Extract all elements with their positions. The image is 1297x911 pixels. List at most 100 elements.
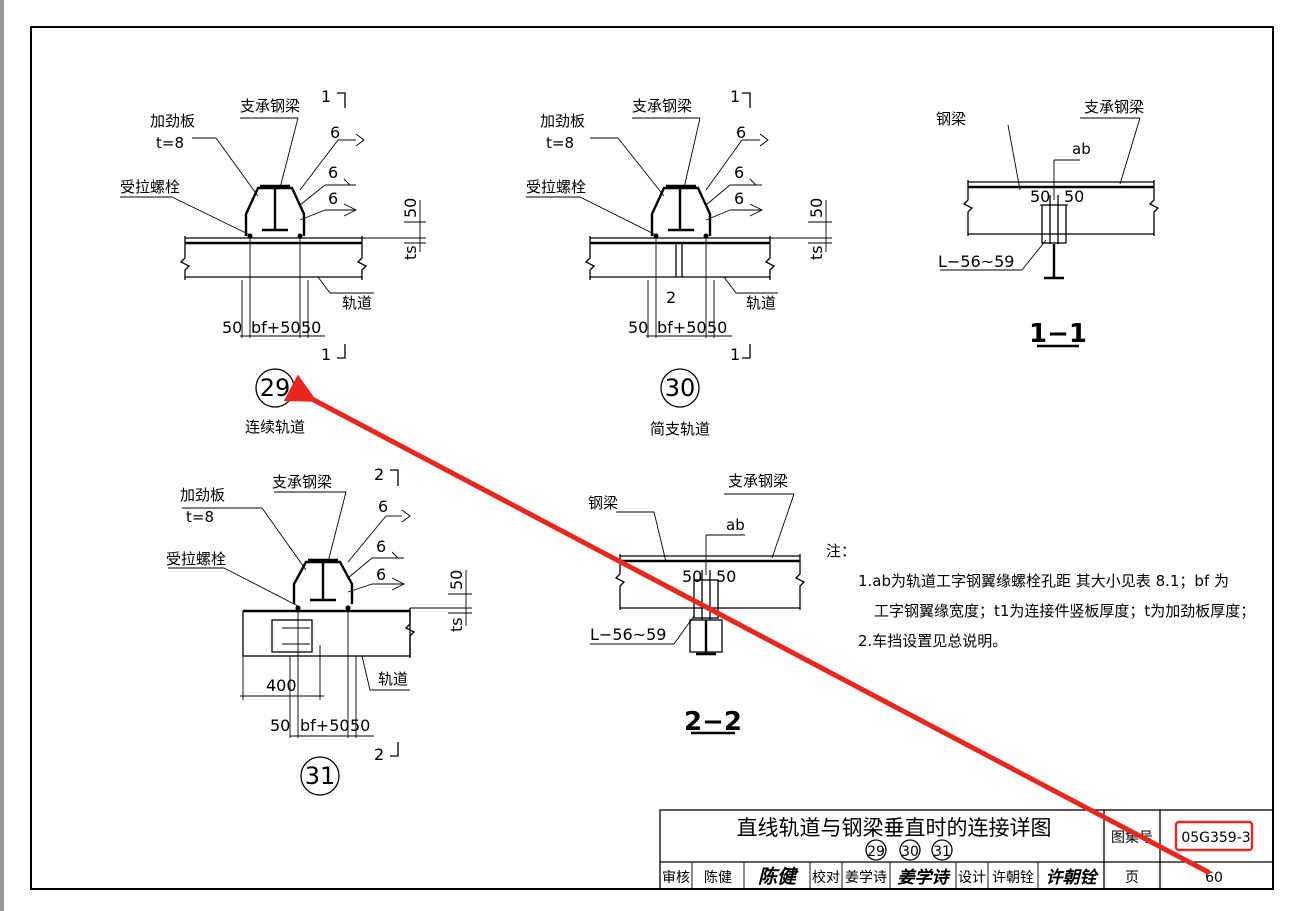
dim-50: 50 bbox=[401, 198, 420, 218]
label-track: 轨道 bbox=[342, 294, 372, 312]
label-support-beam: 支承钢梁 bbox=[632, 97, 692, 115]
weld-6: 6 bbox=[328, 163, 338, 182]
page-edge-left bbox=[0, 0, 4, 911]
cut-mark-2: 2 bbox=[374, 465, 384, 484]
design-label: 设计 bbox=[958, 870, 986, 886]
cut-mark-1: 1 bbox=[730, 87, 740, 106]
sheet-border bbox=[30, 26, 1274, 890]
dim-ts: ts bbox=[401, 245, 420, 260]
cut-mark-2: 2 bbox=[374, 745, 384, 764]
label-stiffener-t: t=8 bbox=[546, 134, 574, 152]
section-title-2-2: 2−2 bbox=[684, 707, 742, 737]
section-title-1-1: 1−1 bbox=[1029, 319, 1087, 349]
reviewer-name: 陈健 bbox=[704, 869, 732, 886]
dim-50: 50 bbox=[807, 198, 826, 218]
atlas-number-label: 图集号 bbox=[1111, 829, 1153, 846]
review-label: 审核 bbox=[662, 870, 690, 886]
section-1-1 bbox=[940, 117, 1160, 348]
detail-30 bbox=[526, 92, 832, 359]
label-tension-bolt: 受拉螺栓 bbox=[166, 550, 226, 568]
weld-6: 6 bbox=[376, 565, 386, 584]
detail-number-29: 29 bbox=[260, 374, 291, 402]
label-steel-beam: 钢梁 bbox=[588, 494, 618, 512]
weld-6: 6 bbox=[734, 189, 744, 208]
title-detail-29: 29 bbox=[867, 844, 885, 860]
weld-6: 6 bbox=[376, 537, 386, 556]
dim-ts: ts bbox=[807, 245, 826, 260]
label-support-beam: 支承钢梁 bbox=[240, 97, 300, 115]
weld-6: 6 bbox=[330, 123, 340, 142]
label-steel-beam: 钢梁 bbox=[936, 110, 966, 128]
reviewer-signature: 陈健 bbox=[758, 866, 799, 888]
labels: 加劲板 t=8 支承钢梁 受拉螺栓 1 1 6 6 6 50 ts 轨道 50 … bbox=[120, 87, 1144, 764]
label-stiffener-t: t=8 bbox=[186, 508, 214, 526]
label-support-beam: 支承钢梁 bbox=[1084, 98, 1144, 116]
atlas-number: 05G359-3 bbox=[1181, 830, 1250, 846]
checker-name: 姜学诗 bbox=[845, 870, 887, 886]
label-stiffener: 加劲板 bbox=[150, 112, 195, 130]
detail-identifiers: 29 连续轨道 30 简支轨道 31 1−1 2−2 bbox=[245, 319, 1087, 796]
note-line-1: 1.ab为轨道工字钢翼缘螺栓孔距 其大小见表 8.1；bf 为 bbox=[858, 572, 1229, 590]
red-annotation bbox=[283, 374, 1254, 875]
page-number: 60 bbox=[1205, 870, 1223, 886]
label-support-beam: 支承钢梁 bbox=[272, 473, 332, 491]
annotation-arrow bbox=[283, 374, 1211, 875]
detail-name-29: 连续轨道 bbox=[245, 418, 305, 436]
dim-bf: bf+50 bbox=[657, 318, 707, 337]
title-detail-30: 30 bbox=[901, 844, 919, 860]
note-line-2: 工字钢翼缘宽度；t1为连接件竖板厚度；t为加劲板厚度； bbox=[874, 602, 1255, 620]
label-support-beam: 支承钢梁 bbox=[728, 472, 788, 490]
designer-signature: 许朝铨 bbox=[1046, 868, 1100, 888]
dim-50: 50 bbox=[350, 716, 370, 735]
checker-signature: 姜学诗 bbox=[898, 868, 951, 888]
label-angle: L−56~59 bbox=[938, 252, 1014, 271]
weld-6: 6 bbox=[328, 189, 338, 208]
label-stiffener: 加劲板 bbox=[540, 112, 585, 130]
cut-mark-1: 1 bbox=[730, 345, 740, 364]
cut-mark-1: 1 bbox=[321, 345, 331, 364]
dim-bf: bf+50 bbox=[300, 716, 350, 735]
label-track: 轨道 bbox=[746, 294, 776, 312]
dim-50: 50 bbox=[682, 567, 702, 586]
detail-29 bbox=[120, 92, 426, 359]
title-detail-31: 31 bbox=[933, 844, 951, 860]
detail-31 bbox=[168, 469, 472, 757]
page-label: 页 bbox=[1125, 870, 1139, 886]
dim-bf: bf+50 bbox=[251, 318, 301, 337]
weld-6: 6 bbox=[734, 163, 744, 182]
atlas-number-highlight bbox=[1174, 820, 1254, 852]
notes: 注： 1.ab为轨道工字钢翼缘螺栓孔距 其大小见表 8.1；bf 为 工字钢翼缘… bbox=[826, 542, 1255, 650]
cut-mark-1: 1 bbox=[321, 87, 331, 106]
dim-50: 50 bbox=[222, 318, 242, 337]
label-ab: ab bbox=[1072, 140, 1091, 158]
dim-ts: ts bbox=[447, 617, 466, 632]
check-label: 校对 bbox=[812, 869, 840, 886]
title-block: 直线轨道与钢梁垂直时的连接详图 29 30 31 图集号 05G359-3 页 … bbox=[659, 809, 1274, 890]
note-line-3: 2.车挡设置见总说明。 bbox=[858, 632, 1007, 650]
dim-50: 50 bbox=[628, 318, 648, 337]
label-tension-bolt: 受拉螺栓 bbox=[120, 178, 180, 196]
designer-name: 许朝铨 bbox=[992, 870, 1034, 886]
detail-name-30: 简支轨道 bbox=[650, 420, 710, 438]
dim-50: 50 bbox=[270, 716, 290, 735]
detail-number-30: 30 bbox=[665, 374, 696, 402]
dim-2: 2 bbox=[666, 288, 676, 307]
dim-50: 50 bbox=[1030, 187, 1050, 206]
detail-number-31: 31 bbox=[305, 762, 336, 790]
dim-400: 400 bbox=[266, 676, 297, 695]
dim-50: 50 bbox=[716, 567, 736, 586]
dim-50: 50 bbox=[447, 570, 466, 590]
label-angle: L−56~59 bbox=[590, 625, 666, 644]
dim-50: 50 bbox=[1064, 187, 1084, 206]
drawing-title: 直线轨道与钢梁垂直时的连接详图 bbox=[737, 816, 1052, 840]
weld-6: 6 bbox=[736, 123, 746, 142]
label-stiffener-t: t=8 bbox=[156, 134, 184, 152]
label-tension-bolt: 受拉螺栓 bbox=[526, 178, 586, 196]
dim-50: 50 bbox=[707, 318, 727, 337]
weld-6: 6 bbox=[378, 497, 388, 516]
section-2-2 bbox=[590, 493, 806, 735]
dim-50: 50 bbox=[301, 318, 321, 337]
notes-heading: 注： bbox=[826, 542, 856, 560]
label-stiffener: 加劲板 bbox=[180, 486, 225, 504]
